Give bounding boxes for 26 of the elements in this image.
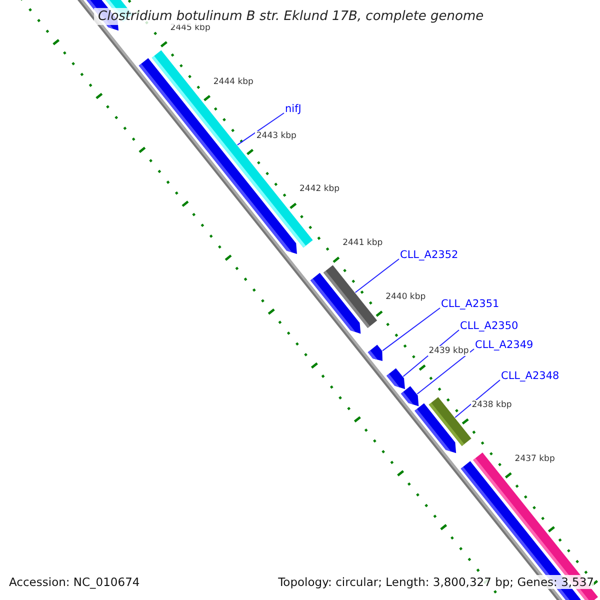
gene-label: nifJ	[285, 103, 302, 115]
scale-label: 2441 kbp	[342, 238, 384, 248]
leader-line	[416, 348, 474, 394]
gene-feature	[368, 344, 382, 361]
accession-text: Accession: NC_010674	[9, 575, 140, 589]
gene-label: CLL_A2349	[475, 339, 534, 351]
gene-bar	[323, 265, 378, 328]
scale-label: 2442 kbp	[298, 184, 341, 194]
scale-label: 2437 kbp	[514, 454, 556, 464]
scale-label: 2438 kbp	[470, 400, 513, 410]
scale-label: 2440 kbp	[384, 292, 427, 302]
leader-line	[382, 308, 440, 352]
leader-line	[236, 112, 284, 146]
scale-label: 2443 kbp	[255, 130, 298, 140]
gene-label: CLL_A2351	[441, 298, 500, 310]
gene-label: CLL_A2350	[460, 320, 518, 332]
scale-label: 2439 kbp	[428, 346, 470, 356]
scale-label: 2444 kbp	[212, 76, 254, 87]
gene-label: CLL_A2352	[400, 249, 458, 261]
gene-feature	[400, 386, 419, 406]
gene-label: CLL_A2348	[501, 370, 560, 382]
leader-line	[454, 380, 500, 418]
gene-bar	[428, 397, 472, 446]
leader-line	[354, 258, 400, 293]
gene-feature	[386, 368, 405, 390]
topology-text: Topology: circular; Length: 3,800,327 bp; Genes: 3,537	[278, 575, 594, 589]
